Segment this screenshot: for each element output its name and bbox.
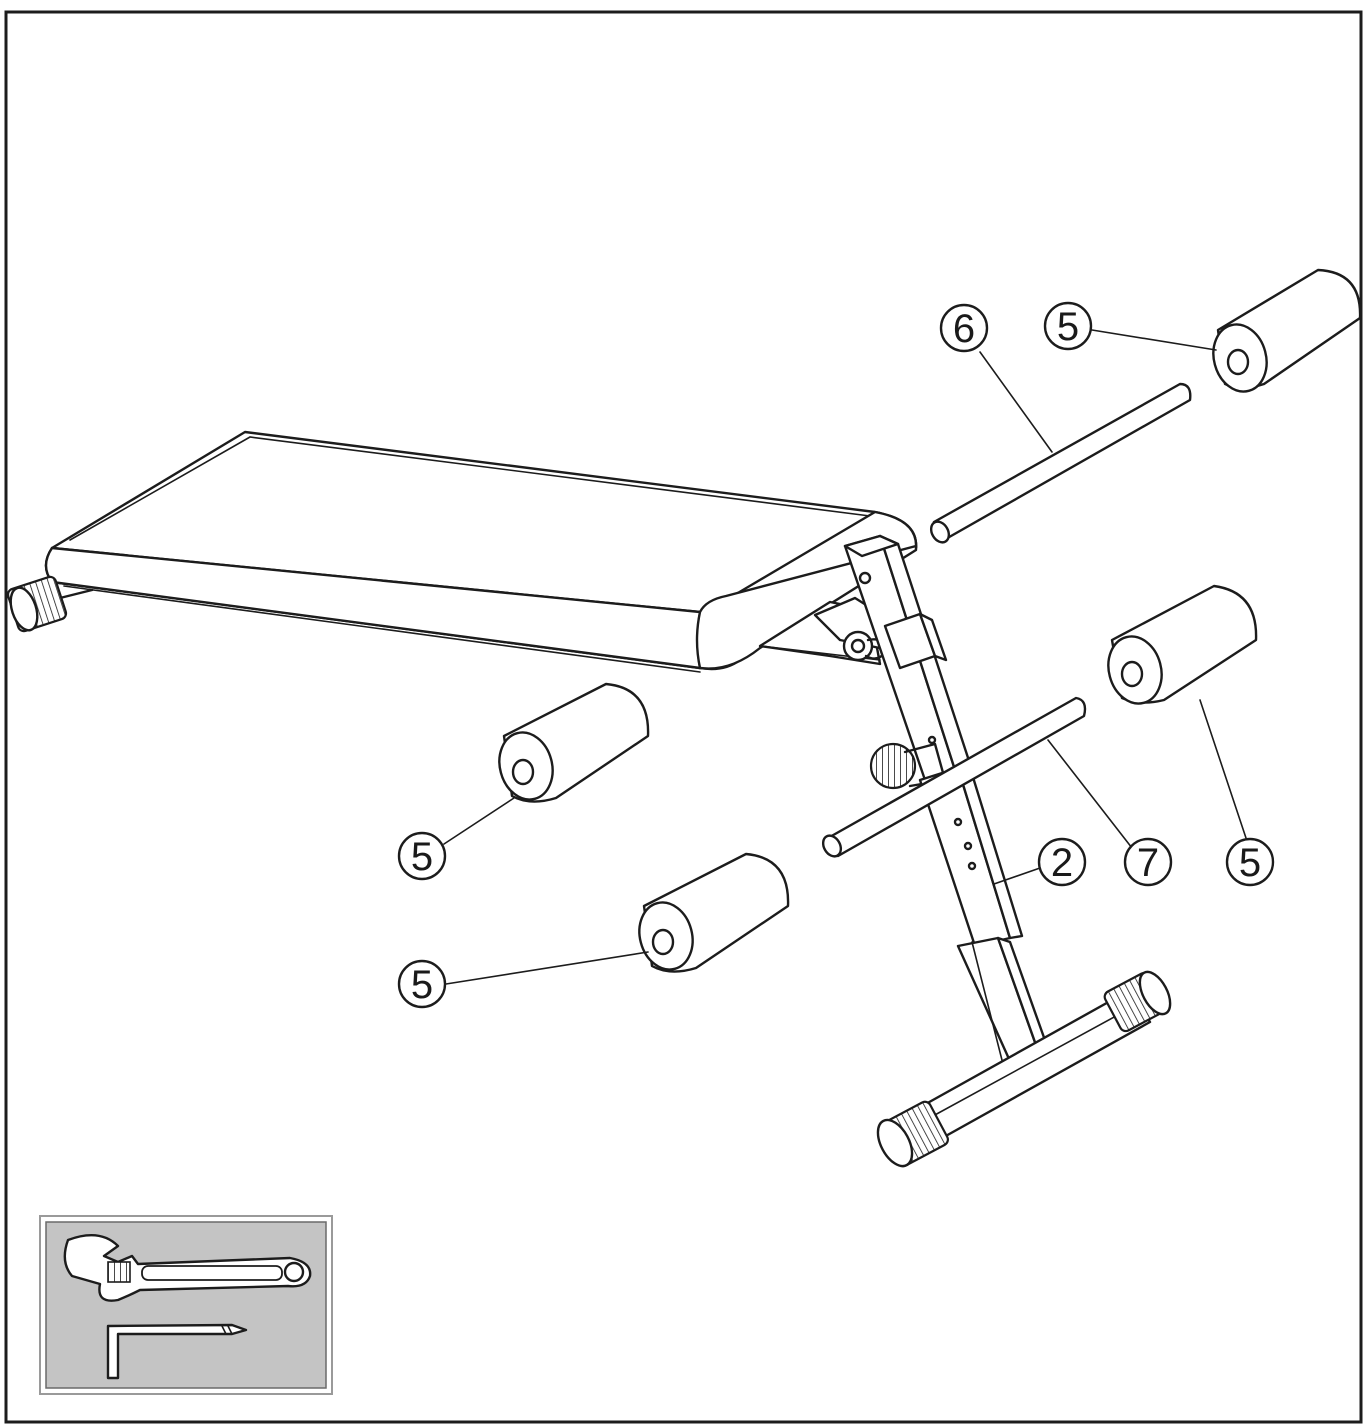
tools-panel [39, 1215, 333, 1395]
adjustment-knob [869, 742, 947, 790]
callout-2: 2 [1037, 837, 1087, 887]
roller-middle-right [1107, 584, 1258, 705]
bench-pad [44, 430, 918, 673]
upright-post [843, 534, 1054, 1072]
base-cap-right [1103, 970, 1172, 1033]
callout-5-right: 5 [1225, 837, 1275, 887]
base-cap-left [876, 1100, 949, 1168]
callout-label: 5 [411, 835, 433, 879]
allen-key-icon [106, 1323, 248, 1380]
callout-6-top: 6 [939, 303, 989, 353]
roller-top-right [1212, 268, 1362, 393]
callout-5-mid-left: 5 [397, 831, 447, 881]
callout-5-bottom-left: 5 [397, 959, 447, 1009]
wrench-icon [63, 1234, 312, 1302]
callout-label: 5 [411, 963, 433, 1007]
callout-5-top: 5 [1043, 301, 1093, 351]
roller-bottom-left [638, 852, 790, 973]
callout-label: 2 [1051, 841, 1073, 885]
roller-middle-left [498, 682, 650, 803]
callout-label: 7 [1137, 841, 1159, 885]
callout-label: 5 [1239, 841, 1261, 885]
base-tube [876, 970, 1172, 1168]
rod-6 [929, 382, 1192, 544]
diagram-border [4, 10, 1363, 1424]
callout-7: 7 [1123, 837, 1173, 887]
left-foot-cap [6, 575, 94, 633]
callout-label: 5 [1057, 305, 1079, 349]
callout-label: 6 [953, 307, 975, 351]
leader-lines [443, 329, 1247, 985]
rod-7 [821, 696, 1087, 858]
